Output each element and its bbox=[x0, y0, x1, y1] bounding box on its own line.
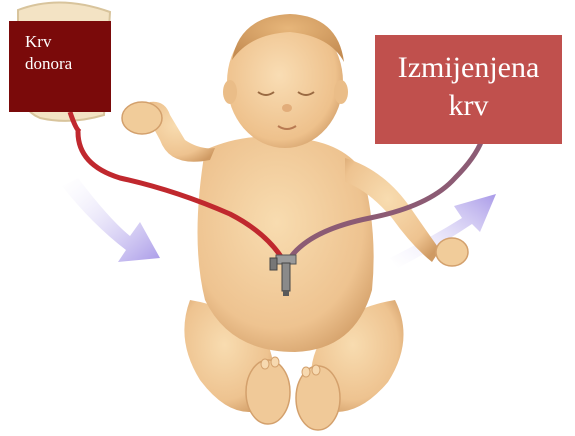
exchanged-blood-label-line1: Izmijenjena bbox=[375, 49, 562, 87]
donor-blood-label: Krv donora bbox=[9, 21, 111, 112]
exchanged-blood-label: Izmijenjena krv bbox=[375, 35, 562, 144]
donor-blood-label-line1: Krv bbox=[25, 31, 111, 53]
donor-blood-label-line2: donora bbox=[25, 53, 111, 75]
flow-in-arrow-icon bbox=[62, 178, 160, 262]
exchanged-blood-label-line2: krv bbox=[375, 87, 562, 125]
